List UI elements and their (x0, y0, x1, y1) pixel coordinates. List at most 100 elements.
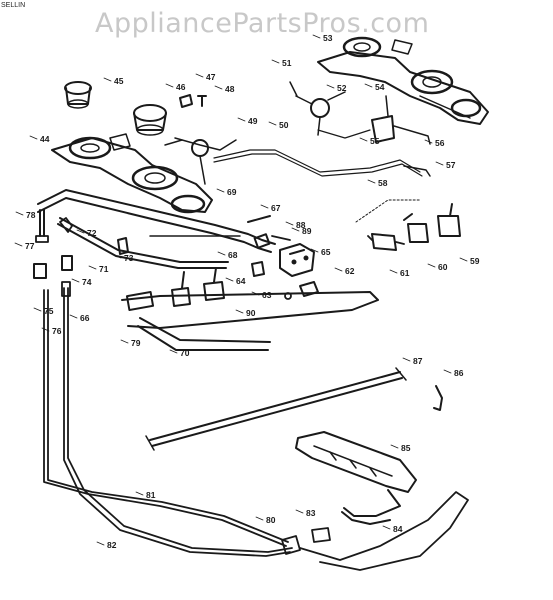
part-label-60: 60 (438, 262, 448, 272)
leader-line (71, 278, 80, 283)
fitting-83 (311, 527, 331, 543)
leader-line (69, 314, 78, 319)
fitting-66 (61, 281, 71, 297)
part-label-79: 79 (131, 338, 141, 348)
valve-59 (437, 203, 461, 237)
leader-line (195, 73, 204, 78)
part-label-74: 74 (82, 277, 92, 287)
leader-line (326, 84, 335, 89)
leader-line (260, 204, 269, 209)
leader-line (427, 263, 436, 268)
part-label-71: 71 (99, 264, 109, 274)
valve-60 (403, 213, 429, 243)
manifold-pipe-76 (37, 189, 276, 269)
part-label-61: 61 (400, 268, 410, 278)
connector-57 (403, 165, 431, 177)
leader-line (424, 139, 433, 144)
fitting-72 (59, 217, 73, 233)
part-label-48: 48 (225, 84, 235, 94)
part-label-70: 70 (180, 348, 190, 358)
leader-line (103, 77, 112, 82)
part-label-56: 56 (435, 138, 445, 148)
part-label-86: 86 (454, 368, 464, 378)
leader-line (235, 309, 244, 314)
part-label-67: 67 (271, 203, 281, 213)
clip-71 (117, 237, 129, 255)
watermark: AppliancePartsPros.com (95, 8, 429, 39)
part-label-44: 44 (40, 134, 50, 144)
leader-line (14, 242, 23, 247)
leader-line (295, 509, 304, 514)
leader-line (402, 357, 411, 362)
part-label-85: 85 (401, 443, 411, 453)
leader-line (359, 137, 368, 142)
part-label-50: 50 (279, 120, 289, 130)
leader-line (76, 229, 85, 234)
leader-line (389, 269, 398, 274)
leader-line (96, 541, 105, 546)
leader-line (310, 248, 319, 253)
fitting-74 (61, 255, 73, 271)
leader-line (268, 121, 277, 126)
nut-78 (33, 263, 47, 279)
part-label-47: 47 (206, 72, 216, 82)
leader-line (382, 525, 391, 530)
part-label-83: 83 (306, 508, 316, 518)
leader-line (113, 254, 122, 259)
fitting-90 (281, 535, 301, 555)
part-label-65: 65 (321, 247, 331, 257)
part-label-73: 73 (124, 253, 134, 263)
burner-head-46 (133, 104, 167, 136)
front-left-burner-assembly (51, 133, 213, 214)
part-label-82: 82 (107, 540, 117, 550)
part-label-78: 78 (26, 210, 36, 220)
part-label-57: 57 (446, 160, 456, 170)
part-label-58: 58 (378, 178, 388, 188)
part-label-77: 77 (25, 241, 35, 251)
leader-line (459, 257, 468, 262)
leader-line (251, 291, 260, 296)
leader-line (443, 369, 452, 374)
part-label-72: 72 (87, 228, 97, 238)
valve-61 (367, 233, 405, 251)
wire-harness-50 (213, 129, 423, 177)
leader-line (29, 135, 38, 140)
leader-line (334, 267, 343, 272)
screw-48 (197, 95, 207, 107)
igniter-52 (289, 81, 346, 136)
part-label-81: 81 (146, 490, 156, 500)
tube-84 (299, 491, 469, 571)
clip-47 (179, 94, 193, 108)
part-label-55: 55 (370, 136, 380, 146)
leader-line (15, 211, 24, 216)
part-label-49: 49 (248, 116, 258, 126)
part-label-53: 53 (323, 33, 333, 43)
regulator-65 (279, 243, 315, 277)
part-label-45: 45 (114, 76, 124, 86)
part-label-80: 80 (266, 515, 276, 525)
fitting-64 (251, 261, 265, 277)
part-label-88: 88 (296, 220, 306, 230)
part-label-62: 62 (345, 266, 355, 276)
leader-line (214, 85, 223, 90)
leader-line (237, 117, 246, 122)
part-label-89: 89 (302, 226, 312, 236)
part-label-90: 90 (246, 308, 256, 318)
part-label-59: 59 (470, 256, 480, 266)
part-label-66: 66 (80, 313, 90, 323)
leader-line (390, 444, 399, 449)
leader-line (88, 265, 97, 270)
part-label-69: 69 (227, 187, 237, 197)
leader-line (364, 83, 373, 88)
leader-line (41, 327, 50, 332)
part-label-76: 76 (52, 326, 62, 336)
leader-line (33, 307, 42, 312)
leader-line (216, 188, 225, 193)
leader-line (255, 516, 264, 521)
leader-line (135, 491, 144, 496)
leader-line (217, 251, 226, 256)
rear-right-burner-assembly (317, 36, 489, 125)
leader-line (165, 83, 174, 88)
